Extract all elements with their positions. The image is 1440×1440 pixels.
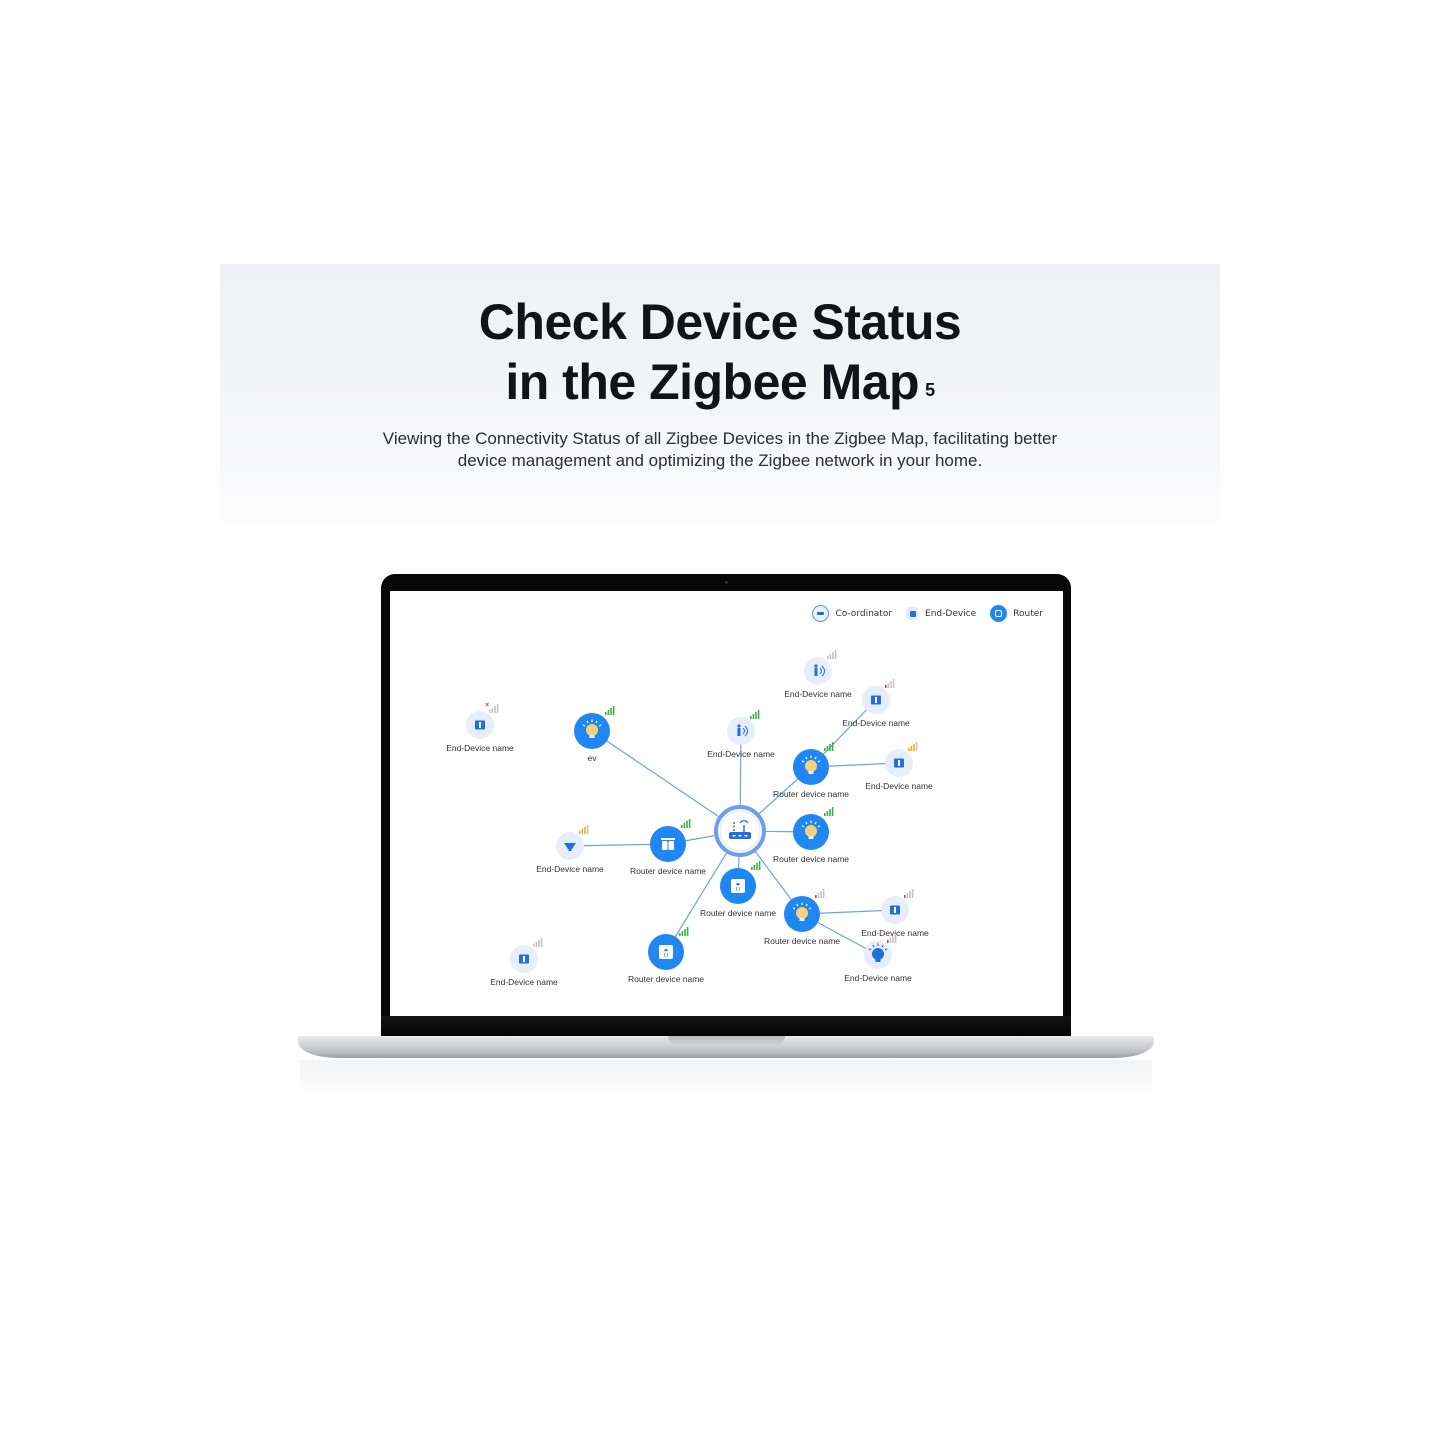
node-label: End-Device name <box>865 781 933 791</box>
footnote-marker: 5 <box>925 380 935 400</box>
laptop-chin <box>381 1016 1071 1036</box>
page-subtitle: Viewing the Connectivity Status of all Z… <box>382 429 1058 470</box>
router-node[interactable]: ◂▸\ / Router device name <box>700 861 776 918</box>
svg-text:×: × <box>485 702 489 709</box>
node-label: End-Device name <box>490 977 558 987</box>
end-device-node[interactable]: End-Device name <box>861 889 929 938</box>
curtain-icon <box>661 838 675 850</box>
motion-sensor-icon <box>737 724 748 737</box>
signal-strength-icon <box>824 807 834 816</box>
signal-strength-icon <box>824 742 834 751</box>
end-device-node[interactable]: × End-Device name <box>446 702 514 753</box>
router-node[interactable]: Router device name <box>630 819 706 876</box>
node-label: Router device name <box>628 974 704 984</box>
signal-strength-icon <box>751 861 761 870</box>
node-label: End-Device name <box>861 928 929 938</box>
switch-icon <box>894 758 904 768</box>
node-label: End-Device name <box>844 973 912 983</box>
switch-icon <box>475 720 485 730</box>
signal-strength-icon <box>908 742 918 751</box>
bulb-icon <box>792 902 812 921</box>
signal-strength-icon <box>885 679 895 688</box>
svg-text:◂▸: ◂▸ <box>663 948 669 954</box>
coordinator-icon <box>812 605 830 622</box>
svg-text:\ /: \ / <box>736 887 741 893</box>
legend-coordinator: Co-ordinator <box>812 605 892 622</box>
switch-icon <box>890 905 900 915</box>
node-label: Router device name <box>773 854 849 864</box>
signal-strength-icon: × <box>485 702 499 713</box>
end-device-node[interactable]: End-Device name <box>784 650 852 699</box>
signal-strength-icon <box>750 710 760 719</box>
end-device-node[interactable]: End-Device name <box>536 825 604 874</box>
laptop-base <box>298 1036 1154 1058</box>
svg-text:\ /: \ / <box>664 953 669 959</box>
end-device-node[interactable]: End-Device name <box>490 938 558 987</box>
gateway-icon <box>729 819 751 839</box>
end-device-node[interactable]: End-Device name <box>842 679 910 728</box>
node-label: End-Device name <box>446 743 514 753</box>
end-device-icon <box>906 607 920 620</box>
svg-text:◂▸: ◂▸ <box>735 882 741 888</box>
coordinator-node[interactable] <box>714 805 766 857</box>
node-label: Router device name <box>630 866 706 876</box>
router-node[interactable]: Router device name <box>773 807 849 864</box>
signal-strength-icon <box>679 927 689 936</box>
signal-strength-icon <box>887 934 897 943</box>
laptop-notch <box>668 1036 785 1045</box>
signal-strength-icon <box>605 706 615 715</box>
node-label: Router device name <box>773 789 849 799</box>
signal-strength-icon <box>904 889 914 898</box>
node-label: Router device name <box>764 936 840 946</box>
bulb-icon <box>582 719 602 738</box>
bulb-icon <box>868 943 888 962</box>
signal-strength-icon <box>827 650 837 659</box>
map-legend: Co-ordinator End-Device Router <box>812 605 1043 622</box>
node-label: ev <box>588 753 598 763</box>
title-line-1: Check Device Status <box>478 294 962 350</box>
node-label: End-Device name <box>707 749 775 759</box>
signal-strength-icon <box>681 819 691 828</box>
node-label: End-Device name <box>536 864 604 874</box>
end-device-node[interactable]: End-Device name <box>844 934 912 983</box>
bulb-icon <box>801 755 821 774</box>
ceiling-light-icon <box>564 843 576 851</box>
zigbee-map-screen: Co-ordinator End-Device Router × End-Devi… <box>390 591 1063 1016</box>
switch-icon <box>871 695 881 705</box>
router-node[interactable]: Router device name <box>764 889 840 946</box>
camera-dot <box>725 581 728 584</box>
legend-end-device: End-Device <box>906 607 976 620</box>
node-label: End-Device name <box>784 689 852 699</box>
node-label: End-Device name <box>842 718 910 728</box>
bulb-icon <box>801 820 821 839</box>
motion-sensor-icon <box>814 664 825 677</box>
legend-router: Router <box>990 605 1043 622</box>
signal-strength-icon <box>533 938 543 947</box>
router-node[interactable]: ev <box>574 706 615 763</box>
end-device-node[interactable]: End-Device name <box>707 710 775 759</box>
router-icon <box>990 605 1008 622</box>
router-node[interactable]: ◂▸\ / Router device name <box>628 927 704 984</box>
socket-icon: ◂▸\ / <box>659 945 673 959</box>
router-node[interactable]: Router device name <box>773 742 849 799</box>
socket-icon: ◂▸\ / <box>731 879 745 893</box>
link-line <box>591 730 741 832</box>
laptop-reflection <box>300 1060 1152 1100</box>
node-label: Router device name <box>700 908 776 918</box>
signal-strength-icon <box>579 825 589 834</box>
signal-strength-icon <box>815 889 825 898</box>
switch-icon <box>519 954 529 964</box>
end-device-node[interactable]: End-Device name <box>865 742 933 791</box>
